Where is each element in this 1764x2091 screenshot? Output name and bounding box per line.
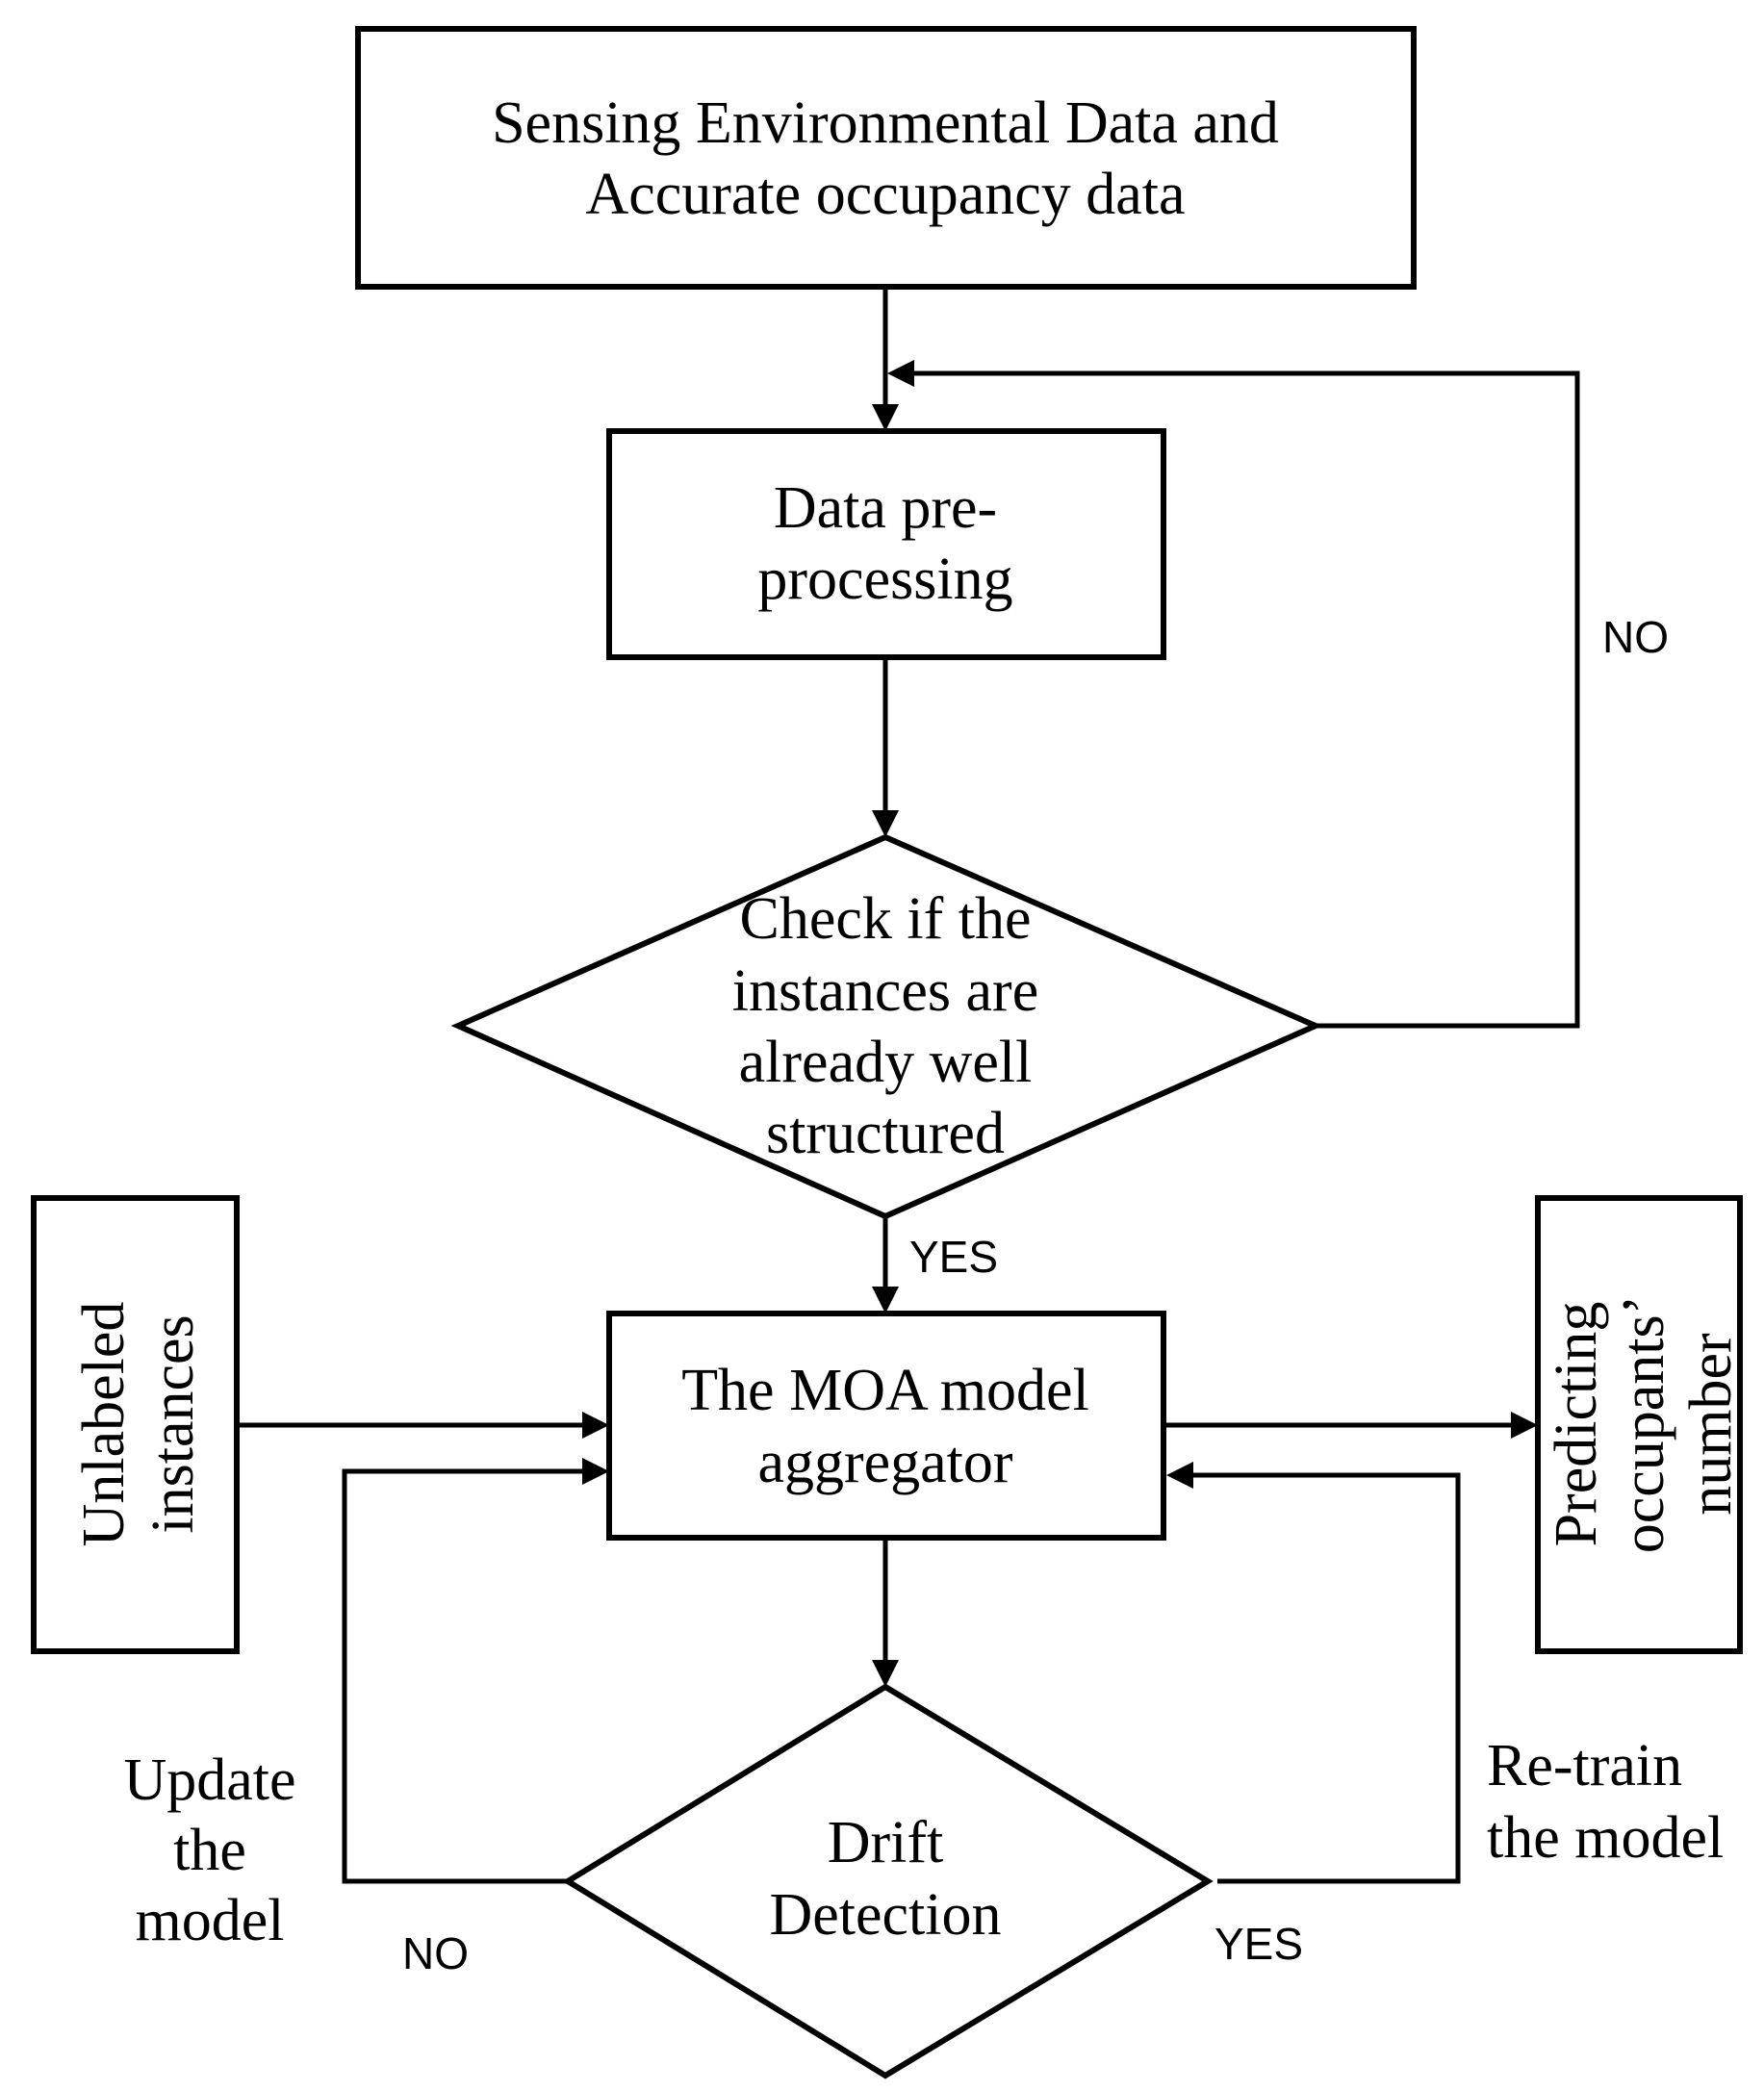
aggregator-line-2: aggregator xyxy=(757,1430,1012,1495)
arrowhead-to-drift xyxy=(872,1660,899,1687)
drift-line-2: Detection xyxy=(769,1882,1001,1948)
preprocessing-line-2: processing xyxy=(757,547,1012,612)
update-line-3: model xyxy=(136,1888,285,1953)
check-line-2: instances are xyxy=(732,958,1038,1024)
arrowhead-retrain xyxy=(1166,1462,1193,1489)
arrowhead-to-preprocessing xyxy=(872,404,899,431)
node-predicting: Predicting occupants’ number xyxy=(1535,1195,1744,1654)
drift-line-1: Drift xyxy=(828,1810,944,1875)
aggregator-line-1: The MOA model xyxy=(681,1358,1089,1423)
unlabeled-line-2: instances xyxy=(141,1314,206,1533)
sensing-line-1: Sensing Environmental Data and xyxy=(492,90,1279,156)
node-drift-decision: Drift Detection xyxy=(562,1683,1214,2079)
node-unlabeled: Unlabeled instances xyxy=(31,1195,240,1654)
update-line-2: the xyxy=(173,1818,246,1883)
label-drift-no: NO xyxy=(402,1928,469,1978)
node-preprocessing: Data pre- processing xyxy=(606,428,1166,660)
edge-drift-yes-retrain-loop xyxy=(1193,1472,1461,1884)
arrowhead-predicting xyxy=(1511,1412,1538,1439)
check-line-1: Check if the xyxy=(739,886,1031,952)
predicting-line-2: occupants’ xyxy=(1611,1295,1676,1554)
update-line-1: Update xyxy=(123,1747,295,1813)
unlabeled-line-1: Unlabeled xyxy=(71,1302,137,1547)
arrowhead-update xyxy=(582,1458,609,1485)
edge-drift-no-update-loop xyxy=(342,1468,582,1884)
retrain-line-2: the model xyxy=(1487,1805,1724,1871)
check-line-4: structured xyxy=(766,1101,1005,1166)
arrowhead-no-loop xyxy=(887,360,914,387)
predicting-line-1: Predicting xyxy=(1544,1302,1609,1547)
label-drift-yes: YES xyxy=(1214,1919,1303,1969)
node-aggregator: The MOA model aggregator xyxy=(606,1311,1166,1541)
node-sensing: Sensing Environmental Data and Accurate … xyxy=(355,26,1417,290)
label-check-no: NO xyxy=(1602,612,1669,662)
edge-check-no-loop xyxy=(914,370,1580,1029)
arrowhead-to-check xyxy=(872,810,899,837)
label-retrain-model: Re-train the model xyxy=(1487,1733,1724,1871)
arrowhead-unlabeled xyxy=(582,1412,609,1439)
arrowhead-to-aggregator xyxy=(872,1287,899,1313)
preprocessing-line-1: Data pre- xyxy=(774,475,997,541)
predicting-line-3: number xyxy=(1678,1333,1744,1516)
retrain-line-1: Re-train xyxy=(1487,1733,1682,1798)
node-check-decision: Check if the instances are already well … xyxy=(450,833,1323,1220)
check-line-3: already well xyxy=(739,1030,1033,1095)
sensing-line-2: Accurate occupancy data xyxy=(585,162,1185,227)
label-update-model: Update the model xyxy=(123,1747,295,1953)
label-check-yes: YES xyxy=(909,1232,998,1282)
